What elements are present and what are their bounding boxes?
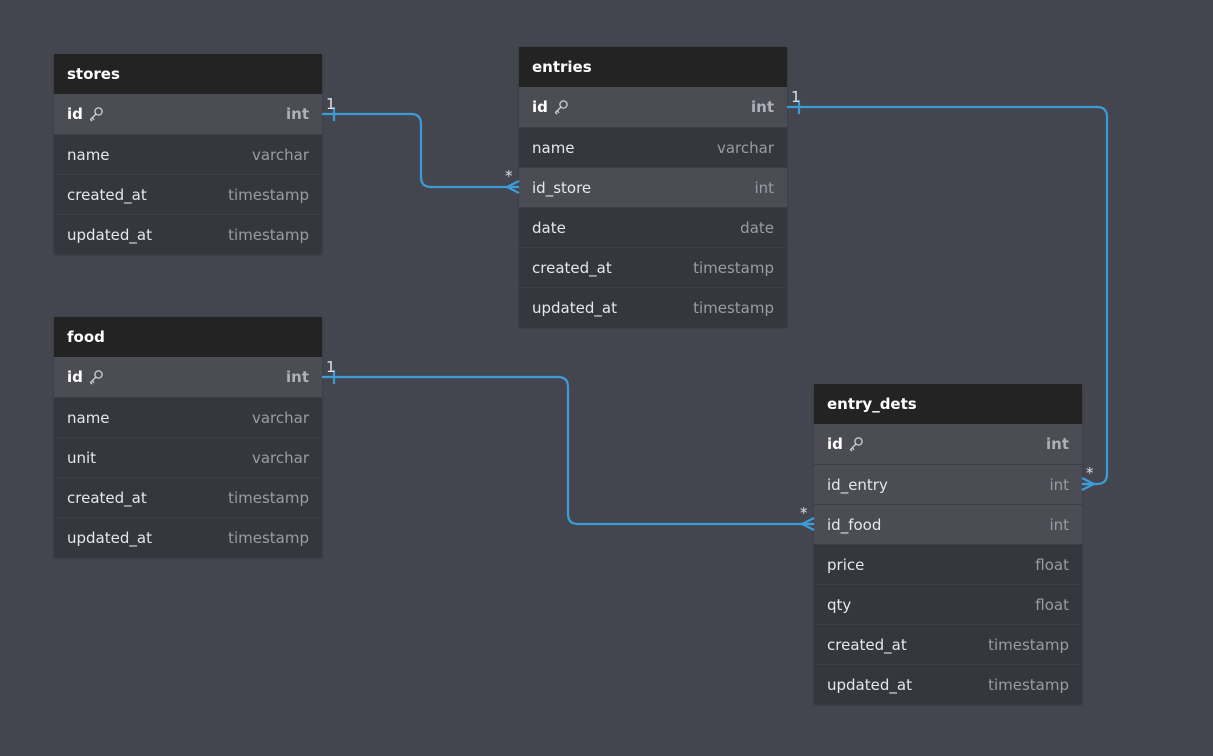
- column-name: name: [67, 145, 110, 164]
- column-type: int: [754, 178, 774, 197]
- primary-key-icon: [553, 99, 569, 115]
- column-type: int: [286, 368, 309, 386]
- column-name: id: [532, 98, 569, 116]
- column-name: qty: [827, 595, 852, 614]
- column-row-unit[interactable]: unit varchar: [54, 437, 322, 477]
- column-type: float: [1035, 555, 1069, 574]
- column-row-name[interactable]: name varchar: [54, 134, 322, 174]
- column-name: updated_at: [67, 225, 152, 244]
- column-type: timestamp: [988, 675, 1069, 694]
- column-type: timestamp: [228, 225, 309, 244]
- column-name: updated_at: [67, 528, 152, 547]
- column-row-id_entry[interactable]: id_entry int: [814, 464, 1082, 504]
- primary-key-icon: [88, 369, 104, 385]
- column-type: timestamp: [228, 528, 309, 547]
- column-type: varchar: [251, 145, 309, 164]
- column-name: name: [67, 408, 110, 427]
- column-name: id: [67, 368, 104, 386]
- column-name: id_entry: [827, 475, 888, 494]
- column-name: price: [827, 555, 865, 574]
- primary-key-icon: [848, 436, 864, 452]
- column-name: id: [67, 105, 104, 123]
- column-name: name: [532, 138, 575, 157]
- column-type: timestamp: [988, 635, 1069, 654]
- column-name: created_at: [67, 185, 147, 204]
- column-row-updated_at[interactable]: updated_at timestamp: [54, 214, 322, 254]
- column-row-created_at[interactable]: created_at timestamp: [54, 174, 322, 214]
- column-row-updated_at[interactable]: updated_at timestamp: [814, 664, 1082, 704]
- column-row-name[interactable]: name varchar: [519, 127, 787, 167]
- column-row-id_store[interactable]: id_store int: [519, 167, 787, 207]
- column-row-id[interactable]: id int: [54, 357, 322, 397]
- column-row-id[interactable]: id int: [814, 424, 1082, 464]
- column-name: id_store: [532, 178, 592, 197]
- column-name: date: [532, 218, 566, 237]
- table-header: entry_dets: [814, 384, 1082, 424]
- column-type: int: [1049, 515, 1069, 534]
- column-name: updated_at: [827, 675, 912, 694]
- column-row-created_at[interactable]: created_at timestamp: [814, 624, 1082, 664]
- column-name: created_at: [532, 258, 612, 277]
- column-row-created_at[interactable]: created_at timestamp: [54, 477, 322, 517]
- column-name: updated_at: [532, 298, 617, 317]
- column-row-date[interactable]: date date: [519, 207, 787, 247]
- column-type: varchar: [251, 408, 309, 427]
- column-type: timestamp: [228, 185, 309, 204]
- column-row-price[interactable]: price float: [814, 544, 1082, 584]
- primary-key-icon: [88, 106, 104, 122]
- column-row-updated_at[interactable]: updated_at timestamp: [54, 517, 322, 557]
- table-header: entries: [519, 47, 787, 87]
- column-type: timestamp: [228, 488, 309, 507]
- column-row-created_at[interactable]: created_at timestamp: [519, 247, 787, 287]
- column-type: int: [1046, 435, 1069, 453]
- column-row-updated_at[interactable]: updated_at timestamp: [519, 287, 787, 327]
- table-header: stores: [54, 54, 322, 94]
- column-name: created_at: [827, 635, 907, 654]
- table-food[interactable]: food id int name varchar unit varchar created_a…: [54, 317, 322, 557]
- column-row-name[interactable]: name varchar: [54, 397, 322, 437]
- column-type: varchar: [251, 448, 309, 467]
- table-stores[interactable]: stores id int name varchar created_at timestam…: [54, 54, 322, 254]
- column-name: id: [827, 435, 864, 453]
- column-row-qty[interactable]: qty float: [814, 584, 1082, 624]
- column-row-id[interactable]: id int: [519, 87, 787, 127]
- column-type: timestamp: [693, 258, 774, 277]
- column-type: date: [740, 218, 774, 237]
- column-type: int: [751, 98, 774, 116]
- column-name: unit: [67, 448, 97, 467]
- column-type: float: [1035, 595, 1069, 614]
- column-type: varchar: [716, 138, 774, 157]
- column-type: timestamp: [693, 298, 774, 317]
- column-type: int: [286, 105, 309, 123]
- column-name: created_at: [67, 488, 147, 507]
- column-type: int: [1049, 475, 1069, 494]
- table-header: food: [54, 317, 322, 357]
- column-row-id_food[interactable]: id_food int: [814, 504, 1082, 544]
- column-name: id_food: [827, 515, 882, 534]
- column-row-id[interactable]: id int: [54, 94, 322, 134]
